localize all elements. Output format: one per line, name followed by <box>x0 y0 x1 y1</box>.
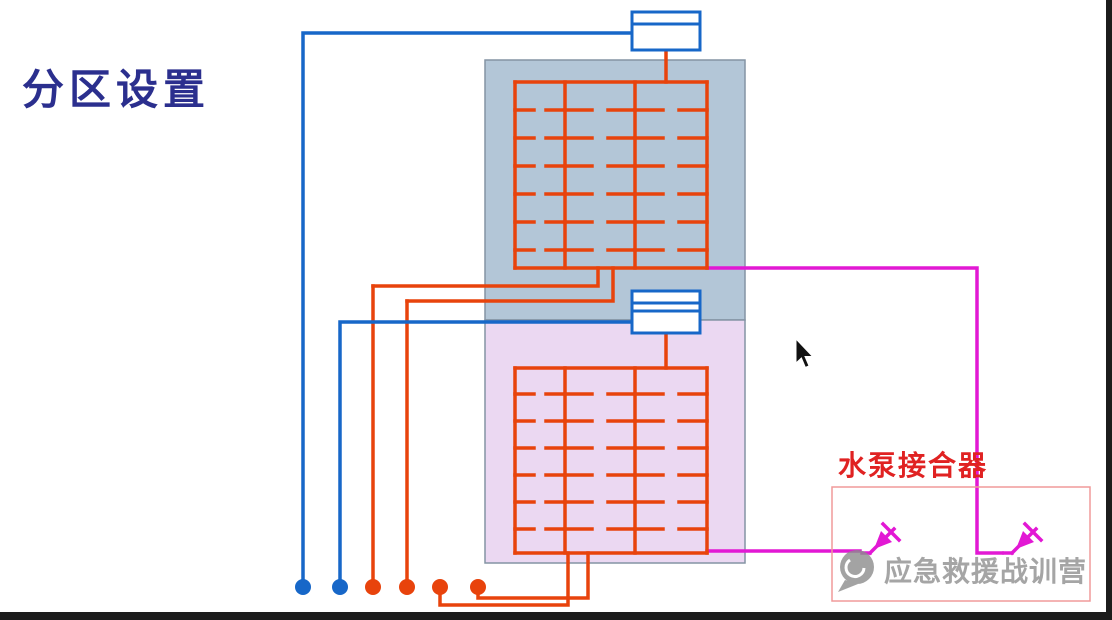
sprinkler-piping-lower <box>513 331 709 555</box>
screen-edge-bottom <box>0 612 1112 620</box>
chat-bubble-icon <box>838 550 874 592</box>
source-dot-red <box>432 579 448 595</box>
pump-connector-pipes <box>705 266 1004 555</box>
source-dot-red <box>399 579 415 595</box>
screen-edge-right <box>1106 0 1112 620</box>
supply-pipes <box>371 266 615 607</box>
source-dot-blue <box>332 579 348 595</box>
watermark: 应急救援战训营 <box>832 545 1087 595</box>
source-dot-red <box>470 579 486 595</box>
page-title: 分区设置 <box>22 66 211 113</box>
mouse-cursor-icon <box>795 337 814 369</box>
source-dot-red <box>365 579 381 595</box>
water-tank-middle <box>630 289 702 335</box>
watermark-text: 应急救援战训营 <box>884 556 1088 587</box>
lower-zone <box>484 319 746 564</box>
upper-zone <box>484 59 746 321</box>
pump-connector-label: 水泵接合器 <box>838 450 989 481</box>
pump-connector-box <box>831 486 1091 602</box>
water-tank-upper <box>630 10 702 52</box>
water-tank-pipes <box>301 31 634 589</box>
supply-source-dots <box>295 579 486 595</box>
sprinkler-piping-upper <box>513 48 709 270</box>
source-dot-blue <box>295 579 311 595</box>
